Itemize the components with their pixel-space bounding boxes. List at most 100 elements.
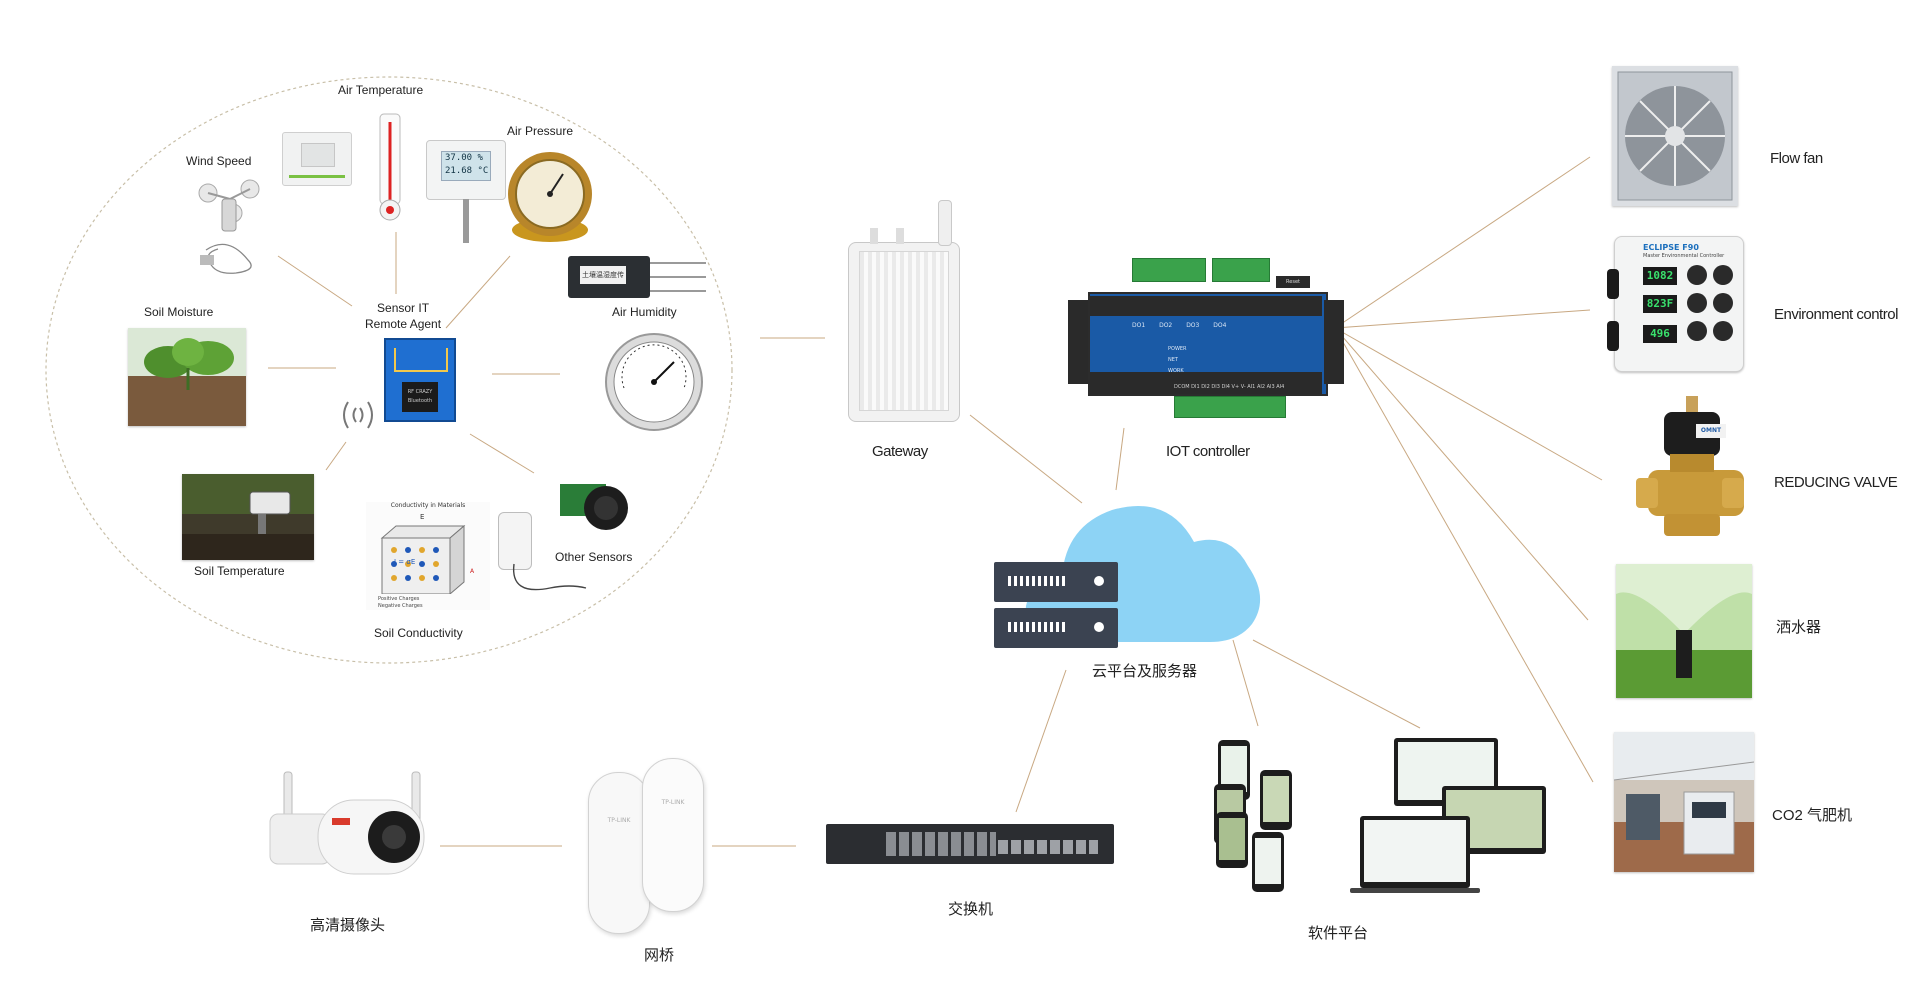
probe-pin-2 — [650, 276, 706, 278]
terminal-block-2 — [1212, 258, 1270, 282]
laptop-3-base — [1350, 888, 1480, 893]
controller-pin-labels: DCOM DI1 DI2 DI3 DI4 V+ V- AI1 AI2 AI3 A… — [1174, 384, 1285, 390]
agent-chip-line1: RF CRAZY — [407, 389, 433, 395]
flow-fan-image — [1612, 66, 1738, 206]
label-cloud-server: 云平台及服务器 — [1092, 663, 1198, 680]
conductivity-legend-2: Negative Charges — [378, 603, 423, 609]
env-reading-1: 1082 — [1643, 267, 1677, 285]
link-agent-other — [469, 433, 535, 474]
environment-controller-image: ECLIPSE F90 Master Environmental Control… — [1607, 236, 1744, 372]
server-unit-1 — [994, 562, 1118, 602]
mount-bracket-right — [1324, 300, 1344, 384]
link-cloud-laptops — [1252, 639, 1421, 729]
do-port-1: DO1 — [1132, 322, 1146, 329]
anemometer-image — [198, 179, 260, 274]
conductivity-title: Conductivity in Materials — [390, 502, 466, 509]
label-air-pressure: Air Pressure — [507, 124, 574, 138]
other-sensor-image — [560, 484, 628, 530]
link-gateway-cloud — [969, 414, 1083, 504]
sensor-group-ellipse — [45, 76, 733, 664]
label-air-temperature: Air Temperature — [338, 83, 424, 97]
do-port-2: DO2 — [1159, 322, 1173, 329]
phone-4 — [1252, 832, 1284, 892]
do-port-3: DO3 — [1186, 322, 1200, 329]
link-controller-co2 — [1334, 327, 1594, 783]
gateway-device-image — [848, 242, 960, 422]
env-reading-3: 496 — [1643, 325, 1677, 343]
label-sensor-agent: Sensor IT Remote Agent — [365, 301, 442, 331]
label-gateway: Gateway — [872, 443, 928, 460]
do-port-4: DO4 — [1213, 322, 1227, 329]
agent-chip-line2: Bluetooth — [407, 398, 433, 404]
link-controller-env — [1334, 309, 1591, 329]
label-software-platform: 软件平台 — [1308, 925, 1369, 942]
env-subtitle: Master Environmental Controller — [1643, 253, 1725, 259]
link-cloud-phones — [1232, 639, 1259, 727]
server-unit-2 — [994, 608, 1118, 648]
link-controller-valve — [1334, 327, 1603, 481]
gateway-connector-2 — [896, 228, 904, 244]
phone-2 — [1260, 770, 1292, 830]
label-switch: 交换机 — [948, 901, 994, 918]
link-agent-soiltemp — [325, 441, 347, 471]
conductivity-meter-image — [498, 512, 532, 570]
link-controller-cloud — [1115, 427, 1125, 491]
sensor-agent-module-image: RF CRAZY Bluetooth — [384, 338, 456, 422]
soil-moisture-photo — [128, 328, 246, 426]
led-work-label: WORK — [1168, 368, 1184, 374]
wireless-signal-icon — [343, 401, 373, 429]
conductivity-cable-image — [512, 563, 587, 591]
soil-probe-image: 土壤温湿度传感器 — [568, 256, 650, 298]
label-iot-controller: IOT controller — [1166, 443, 1250, 460]
humidity-display-image: 37.00 % 21.68 °C — [426, 140, 506, 243]
gateway-connector-1 — [870, 228, 878, 244]
link-controller-sprinkler — [1334, 327, 1589, 621]
label-reducing-valve: REDUCING VALVE — [1774, 474, 1898, 491]
co2-machine-image — [1614, 732, 1754, 872]
thermo-display-line2: 21.68 °C — [445, 166, 489, 176]
led-net-label: NET — [1168, 357, 1178, 363]
label-sprinkler: 洒水器 — [1776, 619, 1822, 636]
valve-badge: OMNT — [1700, 427, 1722, 434]
sprinkler-image — [1616, 564, 1752, 698]
conductivity-a-label: A — [470, 568, 475, 575]
led-power-label: POWER — [1168, 346, 1187, 352]
conductivity-j-label: J = σE — [394, 558, 416, 566]
env-brand: ECLIPSE F90 — [1643, 243, 1699, 252]
controller-reset-button: Reset — [1276, 276, 1310, 288]
label-soil-conductivity: Soil Conductivity — [374, 626, 463, 640]
iot-controller-top-band — [1090, 296, 1322, 316]
label-bridge: 网桥 — [644, 947, 675, 964]
label-air-humidity: Air Humidity — [612, 305, 677, 319]
reducing-valve-image — [1636, 396, 1744, 536]
conductivity-legend-1: Positive Charges — [378, 596, 420, 602]
bridge-brand-2: TP-LINK — [661, 799, 685, 806]
bridge-unit-1: TP-LINK — [588, 772, 650, 934]
link-controller-fan — [1334, 156, 1591, 329]
barometer-image — [508, 152, 592, 242]
thermo-display-line1: 37.00 % — [445, 153, 483, 163]
env-reading-2: 823F — [1643, 295, 1677, 313]
probe-pin-1 — [650, 262, 706, 264]
link-agent-windspeed — [277, 255, 353, 307]
conductivity-e-label: E — [420, 513, 425, 521]
soil-probe-text: 土壤温湿度传感器 — [580, 266, 626, 284]
label-soil-moisture: Soil Moisture — [144, 305, 214, 319]
label-hd-camera: 高清摄像头 — [310, 917, 386, 934]
gateway-antenna — [938, 200, 952, 246]
network-switch-image — [826, 824, 1114, 864]
link-cloud-switch — [1015, 669, 1067, 813]
label-co2-machine: CO2 气肥机 — [1772, 807, 1853, 824]
soil-conductivity-image: Conductivity in Materials E J = σE A Pos… — [366, 502, 490, 610]
mount-bracket-left — [1068, 300, 1088, 384]
bridge-unit-2: TP-LINK — [642, 758, 704, 912]
thermometer-image — [379, 113, 401, 221]
probe-pin-3 — [650, 290, 706, 292]
bridge-brand-1: TP-LINK — [607, 817, 631, 824]
link-agent-pressure — [445, 255, 511, 329]
soil-temperature-photo — [182, 474, 314, 560]
terminal-block-1 — [1132, 258, 1206, 282]
label-environment-control: Environment control — [1774, 306, 1898, 323]
